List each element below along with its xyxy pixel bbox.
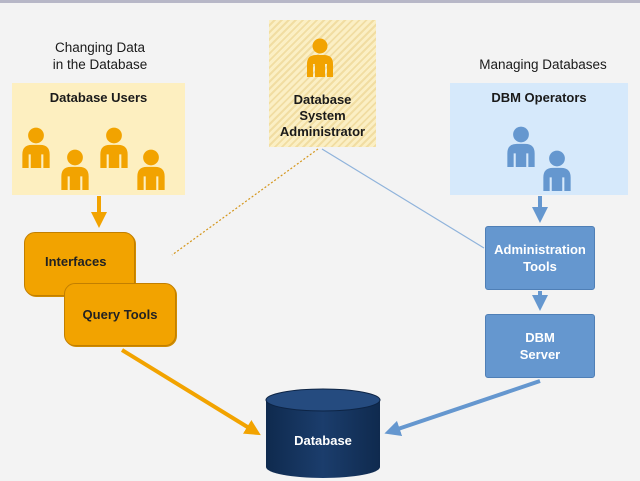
left-heading-line2: in the Database (52, 57, 148, 72)
left-heading-line1: Changing Data (54, 40, 146, 55)
person-icon (137, 149, 165, 190)
person-icon (22, 127, 50, 168)
administrator-line3: Administrator (279, 124, 366, 139)
dbm-operators-icons (507, 126, 571, 191)
administration-tools-box: Administration Tools (485, 226, 595, 290)
person-icon (61, 149, 89, 190)
administrator-line1: Database (293, 92, 352, 107)
database-users-title: Database Users (49, 90, 148, 105)
dbm-operators-title: DBM Operators (491, 90, 587, 105)
database-cylinder-icon (265, 388, 381, 478)
diagram-graphics (22, 38, 571, 478)
person-icon (100, 127, 128, 168)
person-icon (507, 126, 535, 167)
person-icon (543, 150, 571, 191)
query-tools-to-database-arrow (120, 348, 261, 436)
dbm-server-line1: DBM (525, 330, 555, 345)
administrator-line2: System (299, 108, 346, 123)
database-users-icons (22, 127, 165, 190)
dbm-server-line2: Server (519, 347, 561, 362)
administration-tools-line2: Tools (523, 259, 557, 274)
administrator-person-icon (307, 38, 333, 77)
server-to-database-arrow (384, 379, 541, 437)
dbm-operators-panel: DBM Operators (450, 83, 628, 195)
administrator-label: Database System Administrator (269, 92, 376, 140)
admin-to-admin-tools-connector (321, 148, 485, 249)
query-tools-label: Query Tools (82, 307, 158, 322)
right-heading: Managing Databases (479, 57, 607, 72)
left-heading: Changing Data in the Database (30, 39, 170, 73)
administration-tools-line1: Administration (494, 242, 586, 257)
admin-to-interfaces-connector (171, 148, 319, 256)
dbm-server-box: DBM Server (485, 314, 595, 378)
interfaces-label: Interfaces (45, 253, 107, 269)
database-label: Database (294, 433, 352, 448)
query-tools-box: Query Tools (64, 283, 176, 346)
